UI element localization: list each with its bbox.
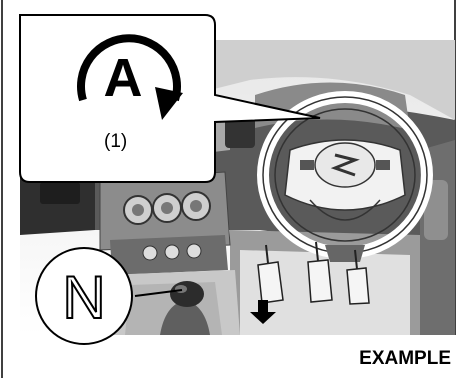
auto-stop-icon-letter: A — [104, 48, 143, 108]
brake-pedal — [308, 260, 332, 302]
clutch-pedal — [258, 262, 283, 303]
example-label: EXAMPLE — [359, 348, 451, 370]
gear-knob — [170, 281, 204, 307]
neutral-icon-letter: N — [62, 264, 105, 331]
callout-number: (1) — [104, 131, 127, 153]
accelerator-pedal — [347, 268, 369, 304]
